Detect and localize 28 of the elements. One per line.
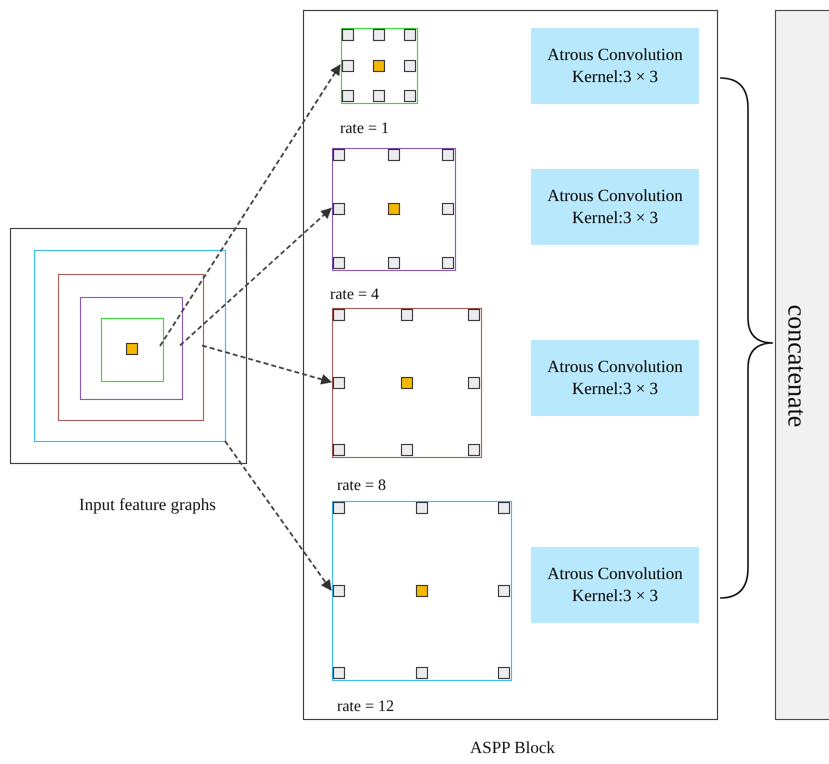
square-frame bbox=[101, 318, 164, 382]
operation-label: Atrous Convolution Kernel:3 × 3 bbox=[546, 184, 684, 229]
rate-label: rate = 4 bbox=[330, 286, 379, 304]
kernel-grid bbox=[332, 148, 456, 271]
node-label: ASPP Block bbox=[470, 738, 555, 758]
kernel-grid bbox=[332, 501, 512, 681]
concatenate-label: concatenate bbox=[781, 304, 812, 430]
operation-label: Atrous Convolution Kernel:3 × 3 bbox=[546, 44, 684, 88]
operation-box bbox=[531, 169, 699, 245]
square-frame bbox=[34, 250, 226, 442]
arrow bbox=[159, 64, 341, 346]
square-frame bbox=[58, 274, 204, 421]
operation-label: Atrous Convolution Kernel:3 × 3 bbox=[546, 562, 684, 607]
operation-label: Atrous Convolution Kernel:3 × 3 bbox=[546, 356, 684, 400]
operation-box bbox=[531, 547, 699, 623]
arrow bbox=[202, 344, 332, 385]
rate-label: rate = 1 bbox=[340, 120, 389, 138]
rate-label: rate = 8 bbox=[337, 477, 386, 495]
square-frame bbox=[80, 297, 183, 400]
arrow bbox=[179, 208, 332, 346]
kernel-grid bbox=[341, 28, 418, 104]
operation-box bbox=[531, 28, 699, 104]
operation-box bbox=[531, 340, 699, 416]
rate-label: rate = 12 bbox=[337, 698, 394, 716]
node-label: Input feature graphs bbox=[79, 495, 216, 515]
kernel-grid bbox=[332, 308, 482, 458]
arrow bbox=[224, 440, 332, 591]
concatenate-box bbox=[775, 10, 829, 720]
